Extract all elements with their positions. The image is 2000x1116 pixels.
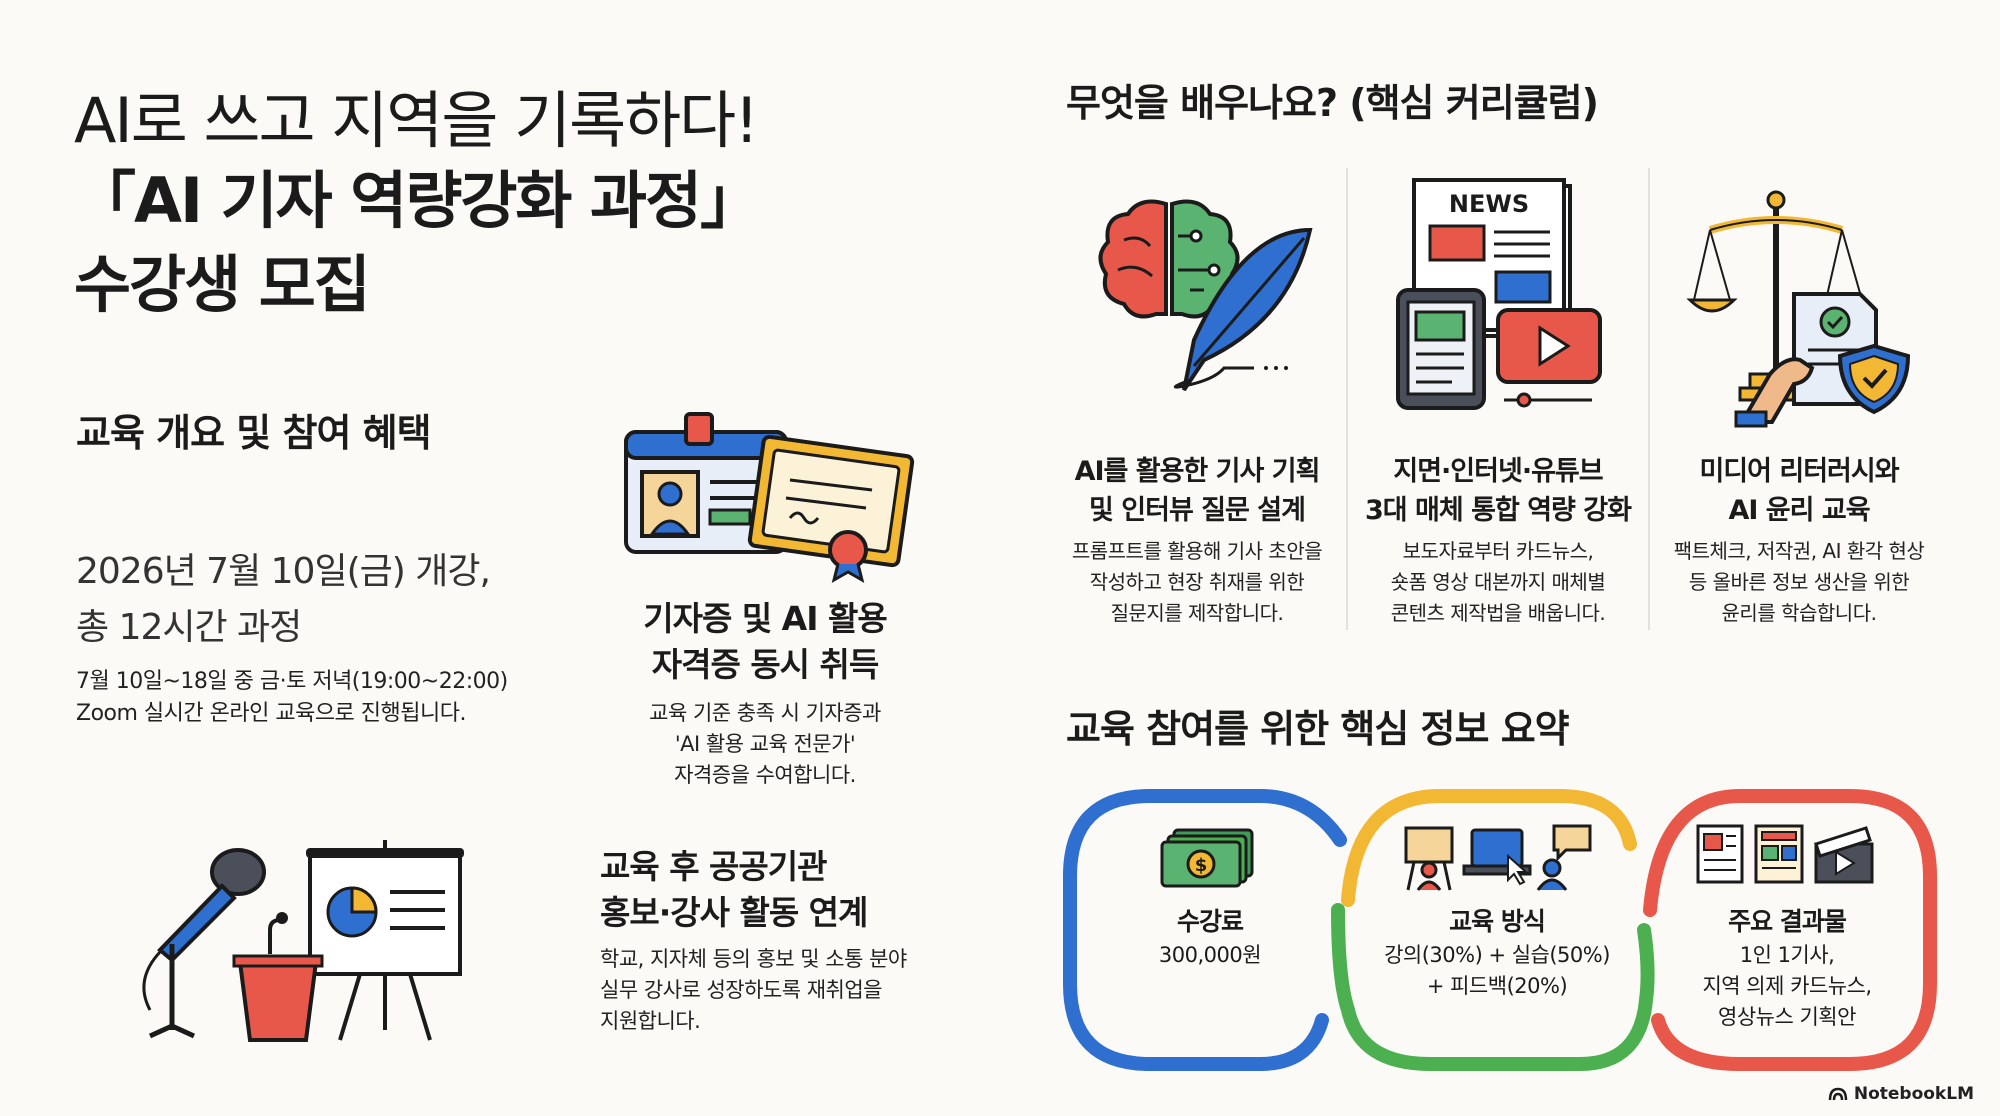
summary-loop-frame: [1063, 789, 1937, 1071]
curriculum-item-2-title: 지면·인터넷·유튜브 3대 매체 통합 역량 강화: [1353, 452, 1643, 530]
summary-item-3-line-2: 지역 의제 카드뉴스,: [1702, 974, 1872, 998]
benefit-2-title: 교육 후 공공기관 홍보·강사 활동 연계: [600, 844, 1000, 936]
summary-item-1-desc: 300,000원: [1090, 940, 1330, 971]
summary-heading: 교육 참여를 위한 핵심 정보 요약: [1066, 707, 1570, 751]
curriculum-item-2-title-line-1: 지면·인터넷·유튜브: [1393, 456, 1603, 487]
footer-brand: NotebookLM: [1853, 1084, 1974, 1104]
title-line-3: 수강생 모집: [74, 248, 371, 321]
benefit-2-desc: 학교, 지자체 등의 홍보 및 소통 분야 실무 강사로 성장하도록 재취업을 …: [600, 944, 1000, 1037]
curriculum-item-1-title-line-1: AI를 활용한 기사 기획: [1074, 456, 1321, 487]
summary-item-1-line-1: 300,000원: [1158, 943, 1262, 967]
course-date: 2026년 7월 10일(금) 개강, 총 12시간 과정: [76, 544, 491, 656]
curriculum-item-1-title: AI를 활용한 기사 기획 및 인터뷰 질문 설계: [1052, 452, 1342, 530]
curriculum-item-1-desc: 프롬프트를 활용해 기사 초안을 작성하고 현장 취재를 위한 질문지를 제작합…: [1052, 536, 1342, 629]
curriculum-heading: 무엇을 배우나요? (핵심 커리큘럼): [1066, 81, 1599, 125]
summary-item-3-desc: 1인 1기사, 지역 의제 카드뉴스, 영상뉴스 기획안: [1667, 940, 1907, 1033]
curriculum-item-2-desc-line-1: 보도자료부터 카드뉴스,: [1402, 539, 1594, 563]
curriculum-item-1-title-line-2: 및 인터뷰 질문 설계: [1089, 495, 1306, 526]
curriculum-item-2-desc: 보도자료부터 카드뉴스, 숏폼 영상 대본까지 매체별 콘텐츠 제작법을 배웁니…: [1353, 536, 1643, 629]
benefit-1-desc: 교육 기준 충족 시 기자증과 'AI 활용 교육 전문가' 자격증을 수여합니…: [600, 698, 930, 791]
course-date-line-1: 2026년 7월 10일(금) 개강,: [76, 551, 491, 592]
press-card-certificate-icon: [624, 412, 915, 584]
results-output-icon: [1696, 824, 1874, 884]
curriculum-item-1-desc-line-3: 질문지를 제작합니다.: [1110, 601, 1284, 625]
benefit-1-desc-line-2: 'AI 활용 교육 전문가': [674, 732, 856, 756]
course-date-line-2: 총 12시간 과정: [76, 607, 302, 648]
curriculum-item-1-desc-line-1: 프롬프트를 활용해 기사 초안을: [1071, 539, 1323, 563]
curriculum-item-3-desc-line-2: 등 올바른 정보 생산을 위한: [1688, 570, 1910, 594]
benefit-1-title-line-2: 자격증 동시 취득: [651, 645, 880, 684]
scales-document-shield-icon: [1686, 190, 1911, 428]
course-schedule: 7월 10일~18일 중 금·토 저녁(19:00~22:00) Zoom 실시…: [76, 666, 508, 730]
summary-item-2-line-2: + 피드백(20%): [1426, 974, 1568, 998]
curriculum-item-2-desc-line-2: 숏폼 영상 대본까지 매체별: [1390, 570, 1606, 594]
schedule-line-2: Zoom 실시간 온라인 교육으로 진행됩니다.: [76, 701, 466, 726]
curriculum-item-2-desc-line-3: 콘텐츠 제작법을 배웁니다.: [1390, 601, 1606, 625]
money-icon: $: [1160, 828, 1254, 888]
curriculum-item-3-desc-line-1: 팩트체크, 저작권, AI 환각 현상: [1673, 539, 1925, 563]
benefit-2-title-line-1: 교육 후 공공기관: [600, 847, 828, 886]
news-label: NEWS: [1449, 190, 1529, 218]
curriculum-item-3-title-line-2: AI 윤리 교육: [1728, 495, 1870, 526]
svg-text:$: $: [1195, 855, 1208, 876]
summary-item-2-desc: 강의(30%) + 실습(50%) + 피드백(20%): [1377, 940, 1617, 1002]
brain-quill-icon: [1098, 199, 1313, 392]
benefit-1-title: 기자증 및 AI 활용 자격증 동시 취득: [600, 596, 930, 688]
curriculum-divider-1: [1346, 168, 1348, 630]
benefit-1-title-line-1: 기자증 및 AI 활용: [643, 599, 887, 638]
benefit-2-desc-line-2: 실무 강사로 성장하도록 재취업을: [600, 978, 883, 1002]
schedule-line-1: 7월 10일~18일 중 금·토 저녁(19:00~22:00): [76, 669, 508, 694]
title-line-1: AI로 쓰고 지역을 기록하다!: [74, 84, 759, 157]
notebooklm-watermark: NotebookLM: [1828, 1084, 1974, 1104]
benefit-1-desc-line-3: 자격증을 수여합니다.: [674, 763, 856, 787]
newspaper-media-icon: NEWS: [1396, 178, 1602, 410]
microphone-presentation-icon: [142, 840, 464, 1042]
notebooklm-logo-icon: [1828, 1087, 1848, 1101]
summary-item-3-line-1: 1인 1기사,: [1739, 943, 1835, 967]
curriculum-item-3-desc-line-3: 윤리를 학습합니다.: [1721, 601, 1877, 625]
curriculum-divider-2: [1648, 168, 1650, 630]
lecture-practice-feedback-icon: [1404, 824, 1592, 891]
curriculum-item-2-title-line-2: 3대 매체 통합 역량 강화: [1365, 495, 1632, 526]
summary-item-2-line-1: 강의(30%) + 실습(50%): [1384, 943, 1610, 967]
summary-item-1-title: 수강료: [1176, 907, 1244, 936]
benefit-2-desc-line-1: 학교, 지자체 등의 홍보 및 소통 분야: [600, 947, 907, 971]
summary-item-2-title: 교육 방식: [1449, 907, 1546, 936]
curriculum-item-3-desc: 팩트체크, 저작권, AI 환각 현상 등 올바른 정보 생산을 위한 윤리를 …: [1654, 536, 1944, 629]
benefit-2-title-line-2: 홍보·강사 활동 연계: [600, 893, 868, 932]
overview-heading: 교육 개요 및 참여 혜택: [76, 411, 432, 455]
summary-item-3-title: 주요 결과물: [1728, 907, 1847, 936]
title-line-2: 「AI 기자 역량강화 과정」: [74, 164, 762, 237]
curriculum-item-3-title: 미디어 리터러시와 AI 윤리 교육: [1654, 452, 1944, 530]
summary-item-3-line-3: 영상뉴스 기획안: [1718, 1005, 1856, 1029]
benefit-2-desc-line-3: 지원합니다.: [600, 1009, 701, 1033]
curriculum-item-3-title-line-1: 미디어 리터러시와: [1699, 456, 1899, 487]
curriculum-item-1-desc-line-2: 작성하고 현장 취재를 위한: [1089, 570, 1305, 594]
benefit-1-desc-line-1: 교육 기준 충족 시 기자증과: [649, 701, 881, 725]
